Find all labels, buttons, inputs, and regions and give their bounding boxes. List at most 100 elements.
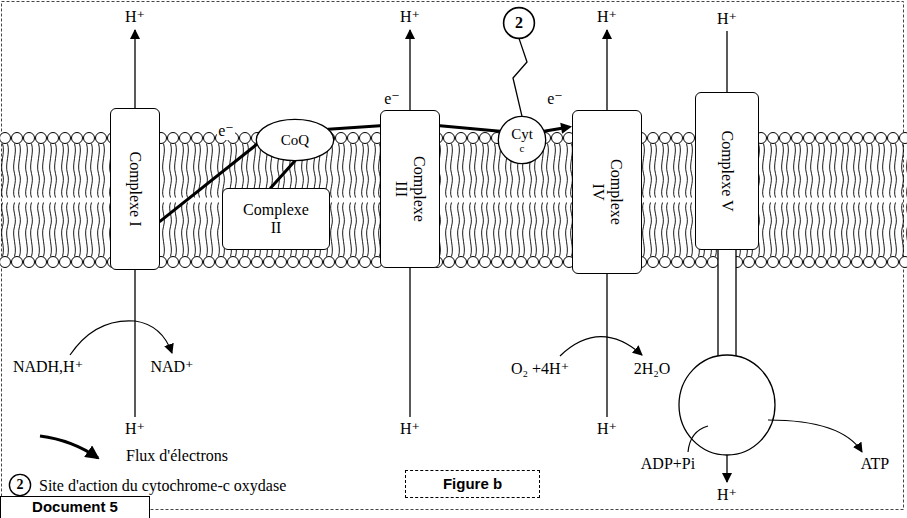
product-label: ATP [860, 455, 890, 473]
lipid-head [336, 133, 347, 144]
lipid-head [288, 257, 299, 268]
lipid-tail [487, 203, 489, 257]
lipid-head [180, 133, 191, 144]
node-text: Complexe V [718, 106, 736, 236]
lipid-tail [902, 203, 904, 257]
complex-box: Complexe IV [572, 110, 642, 274]
lipid-tail [7, 144, 9, 198]
reaction-arrow [560, 337, 642, 356]
lipid-tail [211, 203, 213, 257]
lipid-tail [170, 203, 172, 257]
lipid-head [768, 133, 779, 144]
lipid-tail [463, 203, 465, 257]
lipid-head [480, 257, 491, 268]
lipid-tail [806, 203, 808, 257]
callout-number: 2 [502, 6, 536, 40]
product-label: NAD⁺ [149, 358, 194, 376]
lipid-tail [206, 203, 208, 257]
lipid-tail [194, 144, 196, 198]
proton-label: H⁺ [596, 420, 618, 438]
node-outline [498, 116, 545, 163]
lipid-head [480, 133, 491, 144]
lipid-tail [566, 144, 568, 198]
node-text: Figure b [443, 476, 502, 493]
lipid-head [804, 133, 815, 144]
lipid-tail [547, 203, 549, 257]
connector-line [271, 161, 295, 188]
lipid-head [756, 257, 767, 268]
lipid-tail [487, 144, 489, 198]
atp-synthase-stalk [718, 249, 736, 359]
lipid-head [468, 133, 479, 144]
lipid-tail [91, 203, 93, 257]
lipid-tail [818, 203, 820, 257]
lipid-tail [823, 203, 825, 257]
lipid-tail [50, 203, 52, 257]
connector-line [440, 126, 500, 131]
substrate-label: O₂ +4H⁺ [510, 360, 570, 378]
lipid-tail [794, 144, 796, 198]
lipid-tail [511, 203, 513, 257]
lipid-head [216, 257, 227, 268]
lipid-tail [482, 144, 484, 198]
lipid-tail [355, 203, 357, 257]
lipid-tail [878, 144, 880, 198]
lipid-tail [199, 203, 201, 257]
lipid-head [648, 257, 659, 268]
lipid-tail [770, 144, 772, 198]
lipid-tail [74, 203, 76, 257]
proton-label: H⁺ [399, 420, 421, 438]
reaction-arrow [768, 420, 862, 452]
lipid-tail [362, 203, 364, 257]
lipid-tail [14, 203, 16, 257]
electron-label: e⁻ [217, 122, 235, 140]
lipid-tail [655, 144, 657, 198]
lipid-head [192, 257, 203, 268]
lipid-tail [782, 144, 784, 198]
lipid-tail [794, 203, 796, 257]
lipid-head [684, 133, 695, 144]
lipid-tail [650, 203, 652, 257]
lipid-tail [14, 144, 16, 198]
lipid-tail [691, 144, 693, 198]
lipid-head [336, 257, 347, 268]
lipid-tail [895, 203, 897, 257]
lipid-tail [823, 144, 825, 198]
lipid-head [204, 133, 215, 144]
lipid-head [492, 257, 503, 268]
lipid-tail [542, 203, 544, 257]
proton-line [134, 270, 135, 417]
electron-label: e⁻ [383, 90, 401, 108]
lipid-tail [194, 203, 196, 257]
lipid-head [12, 257, 23, 268]
lipid-tail [847, 203, 849, 257]
lipid-head [804, 257, 815, 268]
lipid-tail [854, 144, 856, 198]
action-leader [513, 38, 527, 116]
lipid-head [504, 257, 515, 268]
lipid-tail [842, 203, 844, 257]
lipid-tail [775, 203, 777, 257]
lipid-head [24, 133, 35, 144]
reaction-arrow [688, 426, 708, 452]
lipid-tail [686, 144, 688, 198]
lipid-tail [50, 144, 52, 198]
lipid-tail [763, 144, 765, 198]
lipid-tail [566, 203, 568, 257]
lipid-head [864, 133, 875, 144]
node-text: Cyt [511, 126, 533, 143]
lipid-head [876, 133, 887, 144]
lipid-head [96, 257, 107, 268]
lipid-head [48, 257, 59, 268]
lipid-tail [98, 203, 100, 257]
callout-number: 2 [8, 473, 32, 497]
lipid-tail [554, 203, 556, 257]
lipid-tail [643, 203, 645, 257]
proton-label: H⁺ [124, 8, 146, 26]
lipid-head [264, 257, 275, 268]
lipid-tail [362, 144, 364, 198]
lipid-tail [470, 144, 472, 198]
legend-text: Site d'action du cytochrome-c oxydase [38, 477, 287, 495]
electron-flow [328, 126, 380, 130]
lipid-tail [890, 203, 892, 257]
